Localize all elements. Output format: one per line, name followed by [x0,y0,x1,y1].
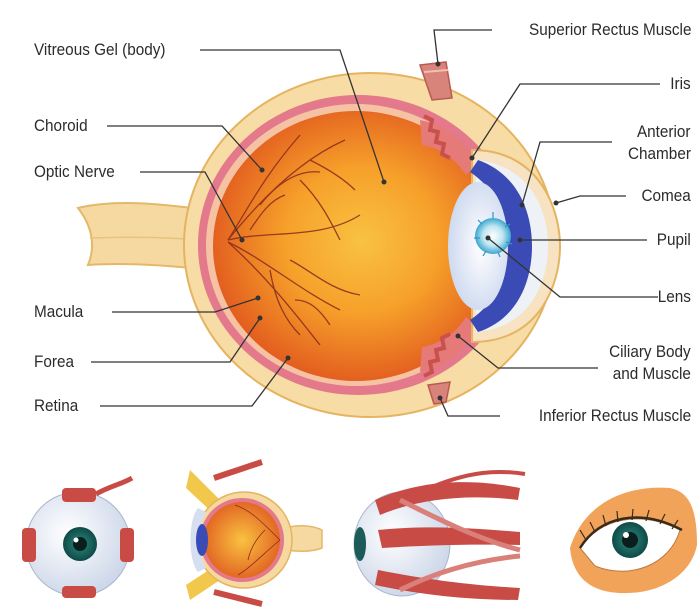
thumbnail-eye-lid [570,488,697,594]
label-optic-nerve: Optic Nerve [34,162,115,182]
label-chamber: Chamber [628,144,691,164]
thumbnail-eyeball-front [22,478,134,598]
label-comea: Comea [642,186,691,206]
label-ciliary-body: Ciliary Body [609,342,691,362]
label-lens: Lens [658,287,691,307]
label-inferior-rectus: Inferior Rectus Muscle [539,406,691,426]
label-superior-rectus: Superior Rectus Muscle [529,20,691,40]
thumbnail-eye-cross-section [186,462,322,604]
label-macula: Macula [34,302,83,322]
label-pupil: Pupil [657,230,691,250]
label-anterior: Anterior [637,122,691,142]
thumbnail-eyeball-side [354,472,525,600]
label-vitreous-gel: Vitreous Gel (body) [34,40,166,60]
pupil-shape [475,218,511,254]
label-forea: Forea [34,352,74,372]
label-retina: Retina [34,396,78,416]
label-iris: Iris [671,74,691,94]
label-and-muscle: and Muscle [613,364,691,384]
label-choroid: Choroid [34,116,88,136]
